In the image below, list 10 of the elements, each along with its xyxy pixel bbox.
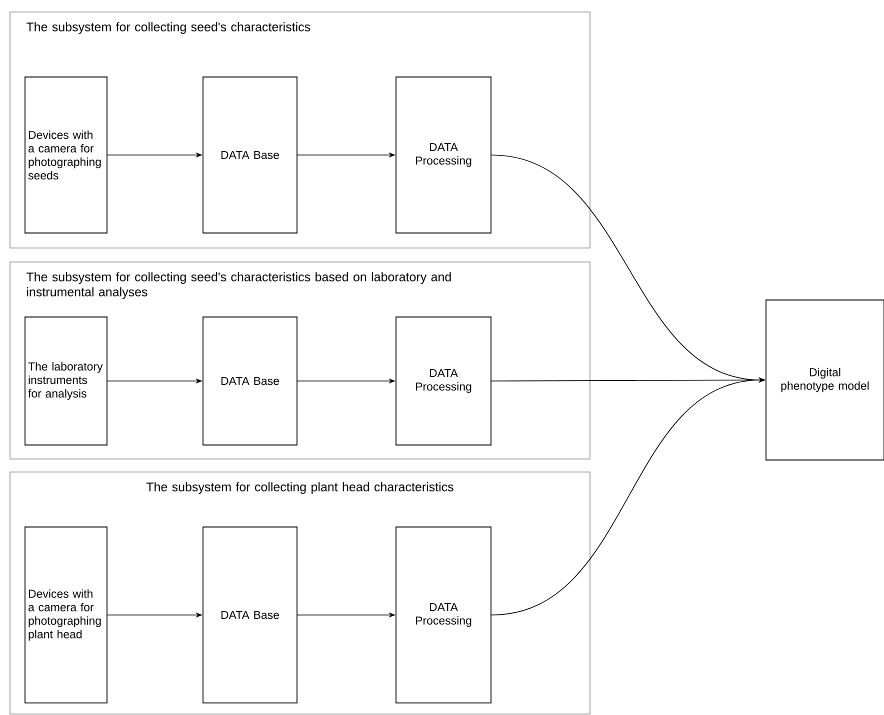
process-box: DATA Base <box>202 76 298 234</box>
process-box: DATA Processing <box>396 76 492 234</box>
process-box: Devices with a camera for photographing plant head <box>24 526 108 704</box>
process-box: DATA Base <box>202 316 298 446</box>
process-box: DATA Processing <box>396 316 492 446</box>
process-box: The laboratory instruments for analysis <box>24 316 108 446</box>
process-box: Digital phenotype model <box>766 300 884 460</box>
process-box: DATA Processing <box>396 526 492 704</box>
process-box: Devices with a camera for photographing seeds <box>24 76 108 234</box>
process-box: DATA Base <box>202 526 298 704</box>
